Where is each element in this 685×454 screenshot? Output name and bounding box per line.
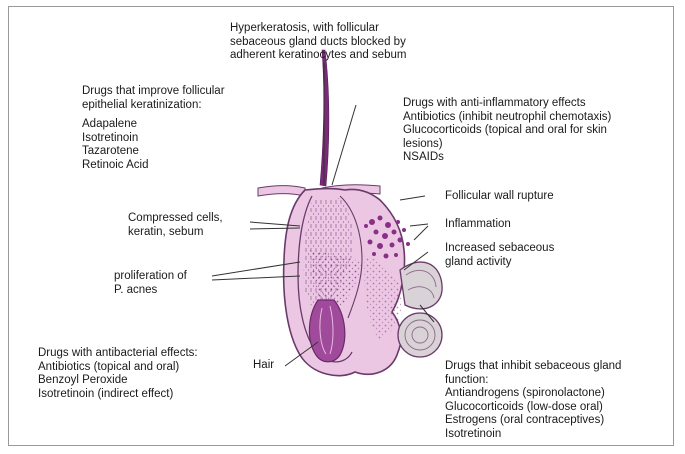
- follicular-wall-rupture-label: Follicular wall rupture: [445, 190, 554, 204]
- anti-inflammatory-drugs-block: Drugs with anti-inflammatory effects Ant…: [403, 97, 611, 165]
- sebaceous-inhibit-drugs-block: Drugs that inhibit sebaceous gland funct…: [445, 360, 621, 441]
- proliferation-label: proliferation of P. acnes: [114, 270, 187, 297]
- keratinization-drugs-block: Drugs that improve follicular epithelial…: [82, 85, 225, 172]
- sebaceous-activity-label: Increased sebaceous gland activity: [445, 242, 554, 269]
- sebaceous-glands: [398, 262, 442, 357]
- inflammation-label: Inflammation: [445, 218, 511, 232]
- hair-label: Hair: [253, 359, 274, 373]
- compressed-cells-label: Compressed cells, keratin, sebum: [128, 212, 223, 239]
- hyperkeratosis-label: Hyperkeratosis, with follicular sebaceou…: [230, 22, 406, 63]
- hair-bulb: [309, 300, 344, 362]
- antibacterial-drugs-block: Drugs with antibacterial effects: Antibi…: [38, 347, 198, 401]
